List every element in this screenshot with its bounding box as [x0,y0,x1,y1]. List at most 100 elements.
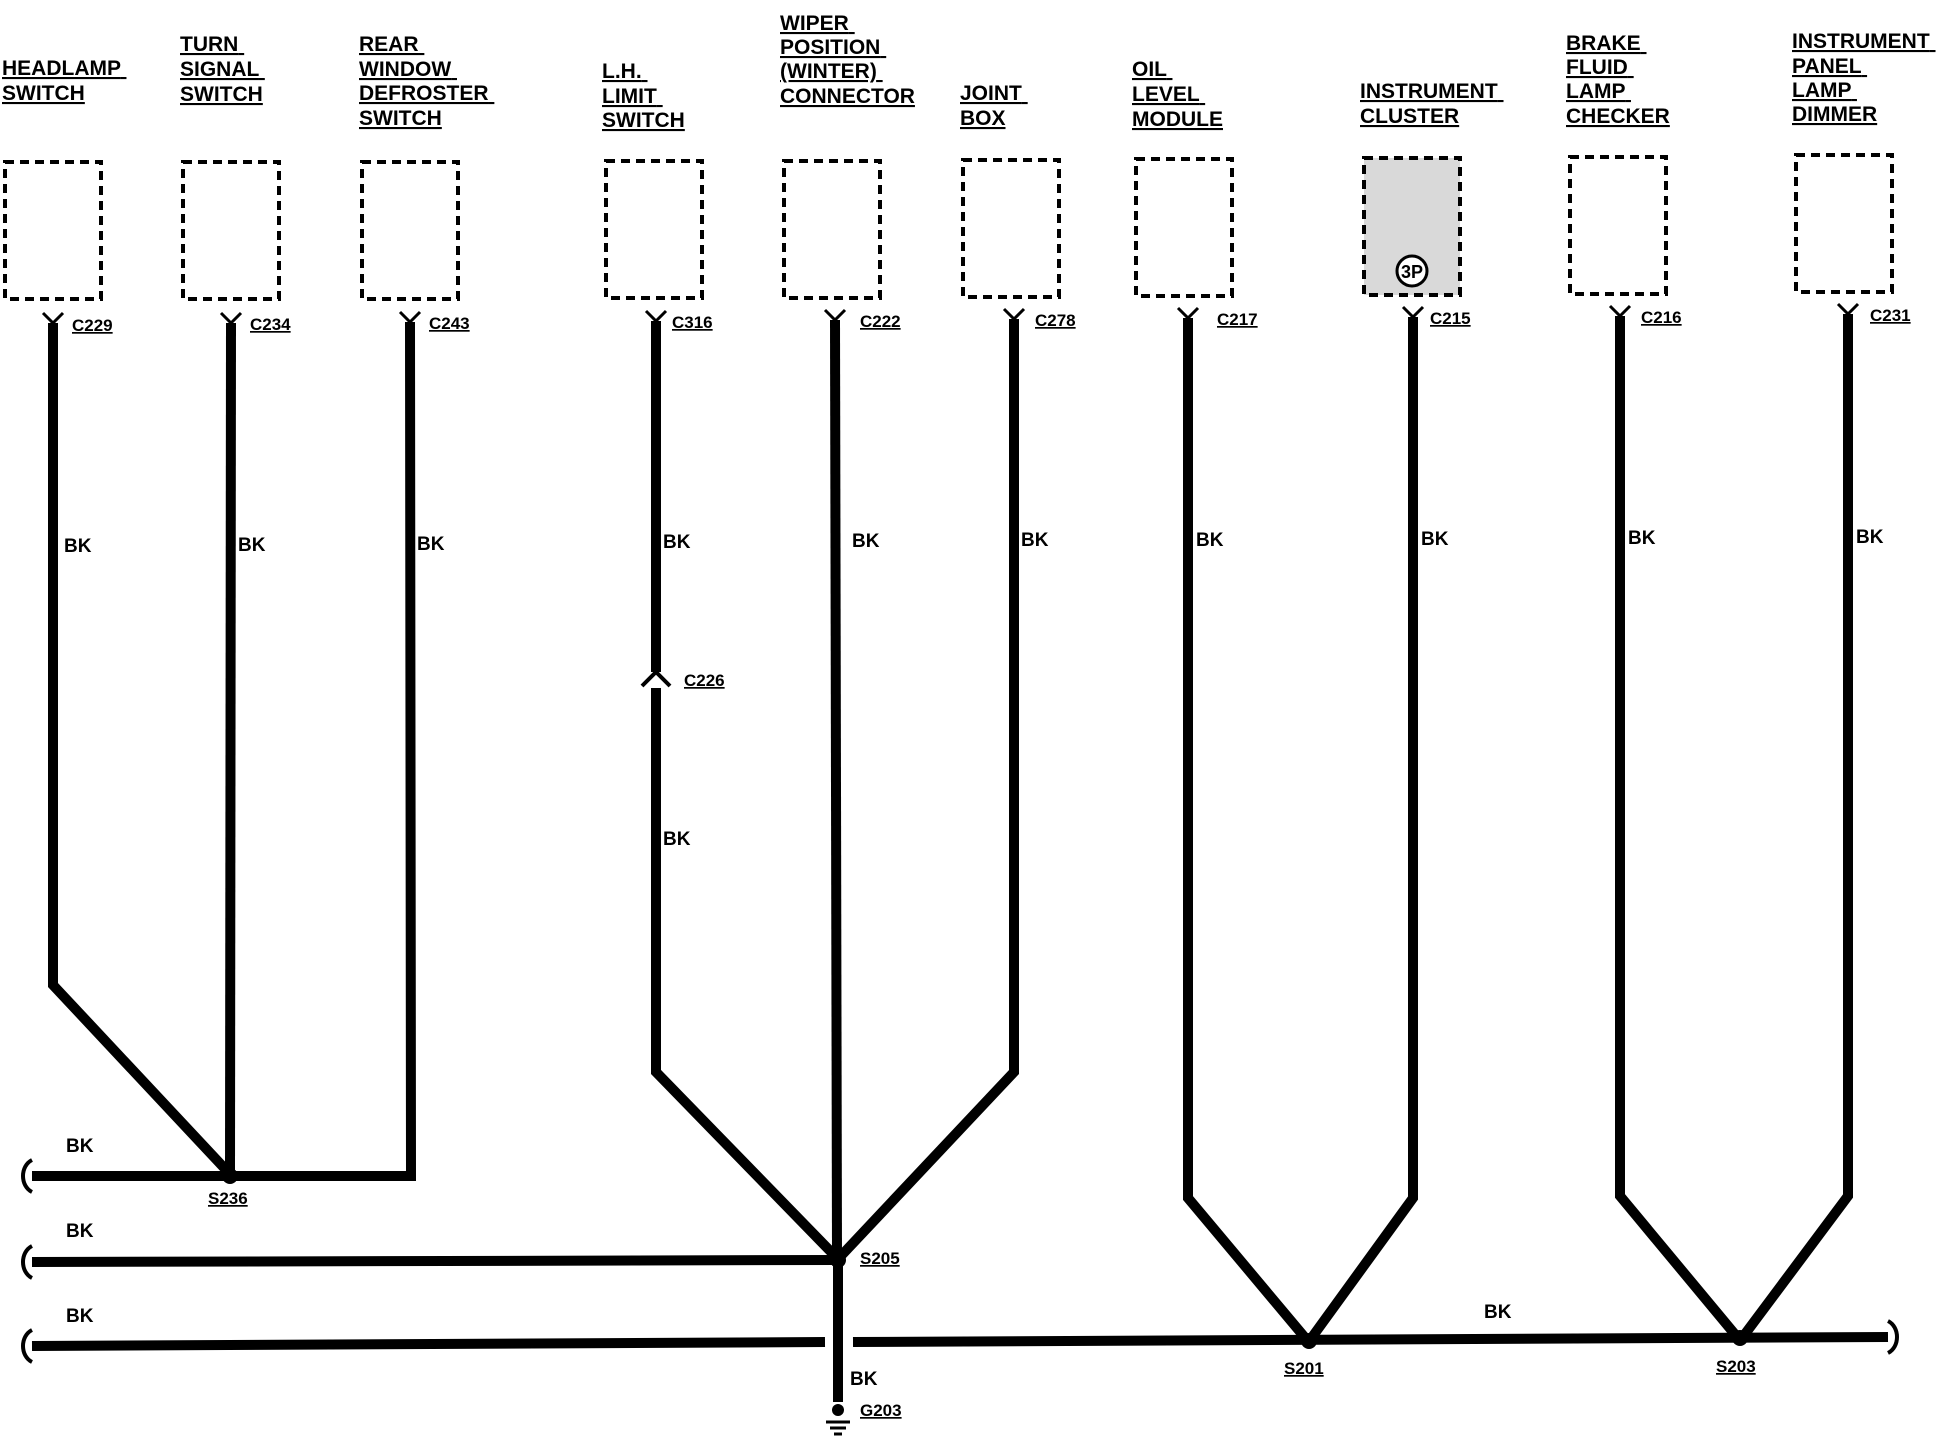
component-box-turn-signal-switch [181,160,281,301]
title-line: SWITCH [2,82,85,105]
wire-color-label-headlamp: BK [64,536,92,557]
component-box-headlamp-switch [3,160,103,301]
title-line: L.H. [602,60,642,83]
title-line: TURN [180,33,238,56]
title-joint-box: JOINT BOX [960,82,1028,130]
wire-color-label-bus-3: BK [66,1306,94,1327]
title-line: REAR [359,33,419,56]
wire-color-label-instrument-cluster: BK [1421,529,1449,550]
title-instrument-panel-lamp-dimmer: INSTRUMENT PANEL LAMP DIMMER [1792,30,1936,126]
title-line: DIMMER [1792,103,1877,126]
wire-brake-fluid-lamp-checker [1615,316,1742,1342]
wire-color-label-wiper: BK [852,531,880,552]
component-box-instrument-panel-lamp-dimmer [1794,153,1894,294]
wire-color-label-turn-signal: BK [238,535,266,556]
title-line: CONNECTOR [780,85,915,108]
component-box-joint-box [961,158,1061,299]
title-lh-limit-switch: L.H. LIMIT SWITCH [602,60,685,132]
component-box-lh-limit-switch [604,159,704,300]
title-line: HEADLAMP [2,57,121,80]
connector-label-c229: C229 [72,316,113,335]
title-line: CLUSTER [1360,105,1459,128]
title-oil-level-module: OIL LEVEL MODULE [1132,58,1223,131]
title-brake-fluid-lamp-checker: BRAKE FLUID LAMP CHECKER [1566,32,1670,128]
wire-wiper-position-connector [830,319,842,1259]
pin-mark-c243 [398,310,422,325]
inline-connector-c226-symbol [640,669,672,688]
wire-break-left-3 [21,1328,34,1364]
wire-color-label-joint-box: BK [1021,530,1049,551]
title-line: DEFROSTER [359,82,489,105]
wire-color-label-dimmer: BK [1856,527,1884,548]
splice-dot-s203 [1732,1330,1748,1346]
title-line: LIMIT [602,85,657,108]
title-line: POSITION [780,36,880,59]
splice-dot-s205 [830,1252,846,1268]
wire-instrument-panel-lamp-dimmer [1737,314,1853,1341]
wire-color-label-bus-1: BK [66,1136,94,1157]
connector-label-c243: C243 [429,314,470,333]
pin-mark-c215 [1401,305,1425,320]
ground-terminal-dot [832,1404,844,1416]
pin-mark-c222 [823,308,847,323]
title-line: BRAKE [1566,32,1641,55]
wire-color-label-lh-limit-upper: BK [663,532,691,553]
bus-wire-lower-right [852,1332,1889,1347]
wire-color-label-oil-level: BK [1196,530,1224,551]
title-headlamp-switch: HEADLAMP SWITCH [2,57,126,105]
splice-dot-s236 [222,1168,238,1184]
bus-wire-s205 [31,1255,838,1267]
wire-headlamp-switch [48,323,232,1176]
pin-mark-c216 [1608,304,1632,319]
connector-label-c316: C316 [672,313,713,332]
title-line: LAMP [1566,80,1625,103]
connector-label-c222: C222 [860,312,901,331]
bus-wire-lower-left [31,1337,826,1351]
connector-label-c231: C231 [1870,306,1911,325]
component-box-brake-fluid-lamp-checker [1568,155,1668,296]
connector-label-c234: C234 [250,315,291,334]
wire-break-left-2 [21,1244,34,1280]
title-line: SWITCH [359,107,442,130]
wire-color-label-ground-drop: BK [850,1369,878,1390]
splice-label-s203: S203 [1716,1357,1756,1376]
pin-mark-c217 [1176,306,1200,321]
title-wiper-position-connector: WIPER POSITION (WINTER) CONNECTOR [780,12,915,108]
splice-label-s236: S236 [208,1189,248,1208]
connector-label-c226: C226 [684,671,725,690]
title-line: FLUID [1566,56,1628,79]
splice-dot-s201 [1301,1333,1317,1349]
wire-lh-limit-switch-lower [651,688,841,1262]
connector-label-c215: C215 [1430,309,1471,328]
wire-instrument-cluster [1305,317,1418,1343]
wire-color-label-bus-right: BK [1484,1302,1512,1323]
component-box-wiper-position-connector [782,159,882,300]
component-box-oil-level-module [1134,157,1234,298]
pin-mark-c229 [41,311,65,326]
wire-color-label-bus-2: BK [66,1221,94,1242]
connector-label-c278: C278 [1035,311,1076,330]
badge-label-3p: 3P [1401,262,1423,282]
component-box-rear-window-defroster-switch [360,160,460,301]
title-line: LEVEL [1132,83,1200,106]
title-line: (WINTER) [780,60,877,83]
title-line: WINDOW [359,58,451,81]
pin-mark-c231 [1836,302,1860,317]
title-line: SWITCH [602,109,685,132]
wire-joint-box [835,319,1019,1262]
title-line: MODULE [1132,108,1223,131]
title-line: OIL [1132,58,1167,81]
splice-label-s205: S205 [860,1249,900,1268]
title-line: CHECKER [1566,105,1670,128]
ground-symbol-icon [826,1420,850,1436]
title-line: JOINT [960,82,1022,105]
title-line: PANEL [1792,55,1862,78]
pin-mark-c316 [644,309,668,324]
pin-mark-c234 [219,311,243,326]
badge-circle-3p [1395,254,1429,288]
wire-color-label-rear-defroster: BK [417,534,445,555]
title-rear-window-defroster-switch: REAR WINDOW DEFROSTER SWITCH [359,33,494,130]
connector-label-c217: C217 [1217,310,1258,329]
wire-color-label-lh-limit-lower: BK [663,829,691,850]
